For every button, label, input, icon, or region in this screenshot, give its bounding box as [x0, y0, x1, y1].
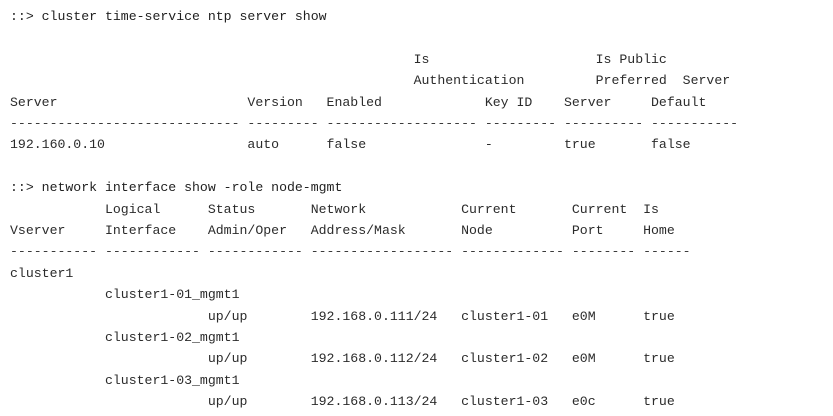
- table-row-lif-detail-2: up/up 192.168.0.112/24 cluster1-02 e0M t…: [10, 351, 675, 367]
- interface-vserver-row: cluster1: [10, 265, 74, 281]
- interface-header-row-1: Logical Status Network Current Current I…: [10, 201, 659, 217]
- interface-separator-row: ----------- ------------ ------------ --…: [10, 244, 691, 260]
- table-row-lif-detail-1: up/up 192.168.0.111/24 cluster1-01 e0M t…: [10, 308, 675, 324]
- ntp-header-row-1: Is Is Public: [10, 51, 667, 67]
- blank-line: [10, 156, 833, 177]
- ntp-data-row: 192.160.0.10 auto false - true false: [10, 137, 691, 153]
- table-row-lif-name-3: cluster1-03_mgmt1: [10, 372, 240, 388]
- blank-line: [10, 27, 833, 48]
- ntp-header-row-2: Authentication Preferred Server: [10, 73, 731, 89]
- table-row-lif-name-2: cluster1-02_mgmt1: [10, 330, 240, 346]
- command-line-interface-show[interactable]: ::> network interface show -role node-mg…: [10, 180, 343, 196]
- ntp-separator-row: ----------------------------- --------- …: [10, 116, 739, 132]
- command-line-ntp-show[interactable]: ::> cluster time-service ntp server show: [10, 9, 327, 24]
- table-row-lif-detail-3: up/up 192.168.0.113/24 cluster1-03 e0c t…: [10, 394, 675, 410]
- table-row-lif-name-1: cluster1-01_mgmt1: [10, 287, 240, 303]
- interface-header-row-2: Vserver Interface Admin/Oper Address/Mas…: [10, 223, 675, 239]
- ntp-header-row-3: Server Version Enabled Key ID Server Def…: [10, 94, 707, 110]
